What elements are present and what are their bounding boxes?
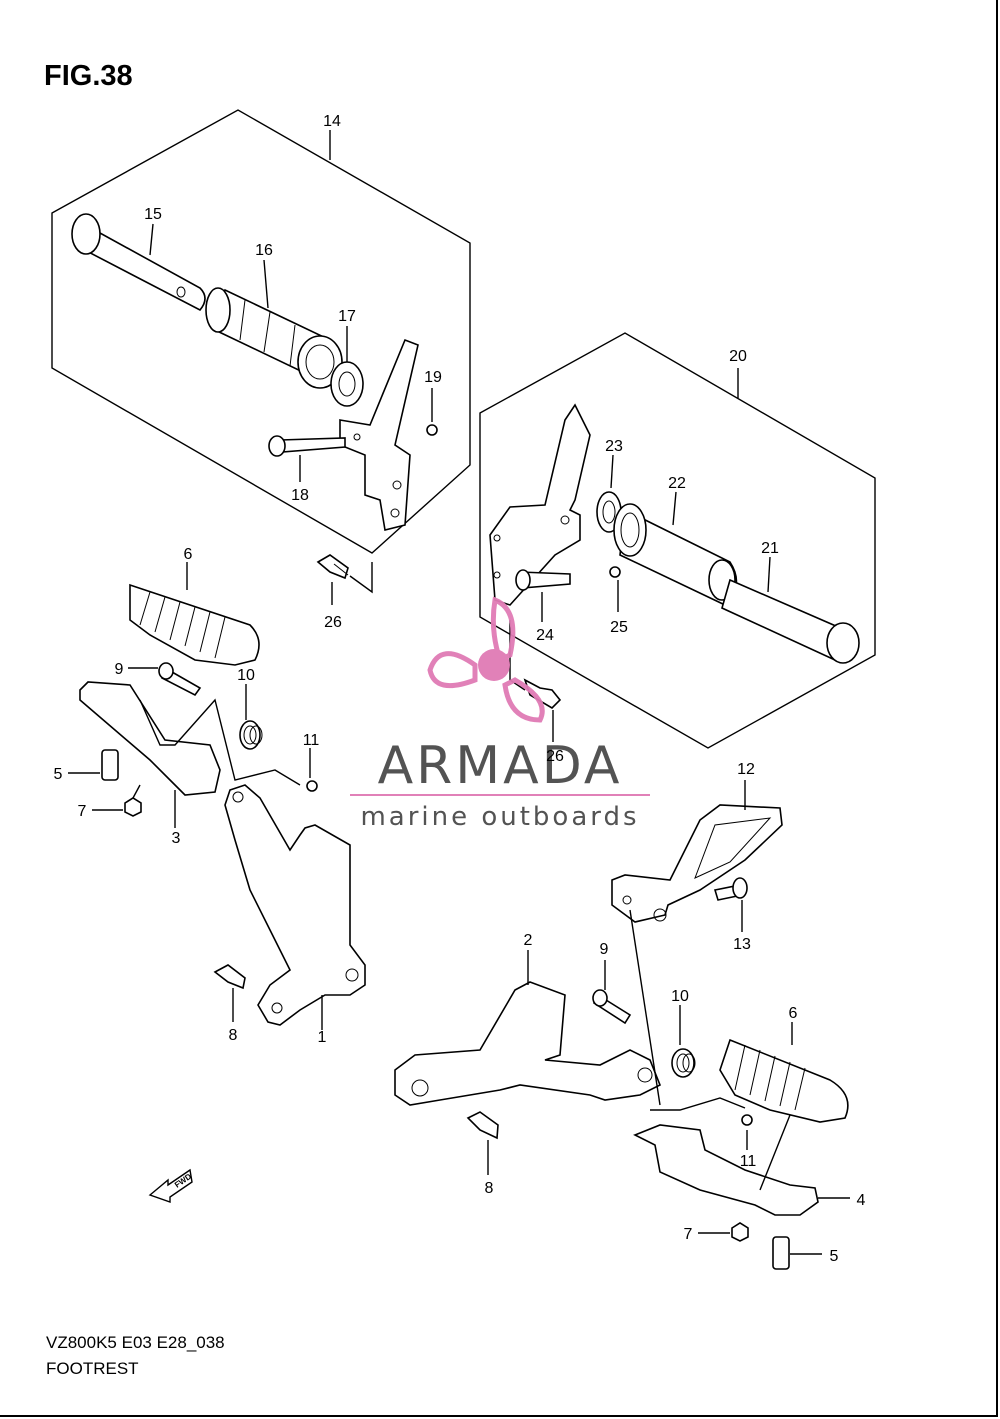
callout-8-a: 8 <box>229 1027 238 1044</box>
callout-18: 18 <box>291 487 309 504</box>
callout-26-a: 26 <box>324 614 342 631</box>
section-name: FOOTREST <box>46 1359 139 1378</box>
callout-11-b: 11 <box>740 1153 757 1170</box>
callout-17: 17 <box>338 308 356 325</box>
callout-10-b: 10 <box>671 988 689 1005</box>
part-10-spring-right <box>671 1048 696 1078</box>
part-19-clip <box>426 424 438 436</box>
part-3-footrest-bracket-left <box>79 681 301 796</box>
propeller-icon <box>427 596 545 723</box>
part-5-stopper-bolt-left <box>68 749 119 781</box>
fwd-arrow-icon: FWD <box>148 1168 193 1203</box>
part-8-bolt-right <box>466 1111 499 1175</box>
callout-9-b: 9 <box>600 941 609 958</box>
part-13-bolt <box>713 877 748 932</box>
callout-4: 4 <box>857 1192 866 1209</box>
part-15-pivot-pin <box>71 213 206 312</box>
callout-2: 2 <box>524 932 533 949</box>
callout-22: 22 <box>668 475 686 492</box>
callout-7-b: 7 <box>684 1226 693 1243</box>
callout-10-a: 10 <box>237 667 255 684</box>
callout-13: 13 <box>733 936 751 953</box>
part-16-footrest-rubber <box>205 287 343 389</box>
part-6-footpeg-rubber-right <box>719 1038 849 1123</box>
callout-11-a: 11 <box>303 732 320 749</box>
part-7-nut-left <box>92 784 142 817</box>
part-5-stopper-bolt-right <box>772 1236 822 1270</box>
part-12-heel-guard <box>611 804 783 923</box>
part-25-clip <box>609 566 621 578</box>
callout-26-b: 26 <box>546 748 564 765</box>
callout-16: 16 <box>255 242 273 259</box>
callout-7-a: 7 <box>78 803 87 820</box>
part-10-spring-left <box>239 720 263 750</box>
part-2-footrest-bracket-main-right <box>394 981 662 1106</box>
callout-8-b: 8 <box>485 1180 494 1197</box>
callout-3: 3 <box>172 830 181 847</box>
callout-23: 23 <box>605 438 623 455</box>
part-22-footrest-rubber <box>613 503 738 606</box>
watermark-brand: ARMADA <box>378 736 623 796</box>
part-1-footrest-bracket-main-left <box>224 784 366 1026</box>
callout-5-b: 5 <box>830 1248 839 1265</box>
kit-box-20 <box>479 332 876 749</box>
callout-6-a: 6 <box>184 546 193 563</box>
callout-24: 24 <box>536 627 554 644</box>
model-code: VZ800K5 E03 E28_038 <box>46 1333 225 1352</box>
part-21-pivot-pin <box>721 578 860 664</box>
callout-20: 20 <box>729 348 747 365</box>
part-17-washer <box>330 361 364 407</box>
part-11-clip-left <box>306 780 318 792</box>
part-7-nut-right <box>698 1222 749 1242</box>
callout-5-a: 5 <box>54 766 63 783</box>
figure-title: FIG.38 <box>44 60 133 92</box>
part-14-bracket <box>339 338 419 531</box>
callout-15: 15 <box>144 206 162 223</box>
callout-19: 19 <box>424 369 442 386</box>
part-24-pin <box>515 569 571 591</box>
part-9-pin-right <box>592 989 632 1025</box>
part-9-pin-left <box>158 662 202 697</box>
callout-1: 1 <box>318 1029 327 1046</box>
kit-box-14 <box>51 109 471 554</box>
callout-14: 14 <box>323 113 341 130</box>
watermark-logo: ARMADA marine outboards <box>350 596 650 832</box>
callout-25: 25 <box>610 619 628 636</box>
watermark-tagline: marine outboards <box>360 802 639 832</box>
callout-6-b: 6 <box>789 1005 798 1022</box>
part-11-clip-right <box>741 1114 753 1126</box>
part-8-bolt-left <box>213 964 246 1022</box>
part-6-footpeg-rubber-left <box>129 583 260 666</box>
part-4-footrest-bracket-right <box>629 909 819 1216</box>
callout-21: 21 <box>761 540 779 557</box>
part-26-bolt-a <box>316 554 373 605</box>
callout-9-a: 9 <box>115 661 124 678</box>
callout-12: 12 <box>737 761 755 778</box>
part-20-bracket <box>489 403 591 606</box>
part-18-pin <box>268 435 346 457</box>
callout-labels: 14 15 16 17 19 18 26 20 23 22 21 24 25 2… <box>54 113 866 1265</box>
